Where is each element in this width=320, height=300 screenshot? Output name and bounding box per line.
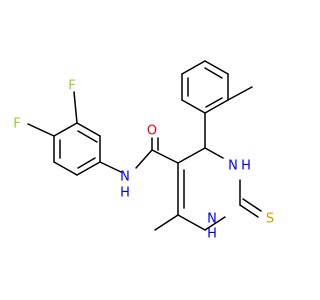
fluorine-label-top: F <box>68 79 75 94</box>
ring-nitrogen-upper-label: N <box>228 159 238 174</box>
atom-labels: F F O N H N H N H S <box>13 79 274 242</box>
sulfur-label: S <box>266 212 274 227</box>
fluorine-label-left: F <box>13 117 20 132</box>
amide-hydrogen-label: H <box>120 186 130 201</box>
molecule-structure-diagram: F F O N H N H N H S <box>13 60 274 242</box>
ring-hydrogen-upper-label: H <box>241 159 251 174</box>
bond-lines <box>27 60 262 231</box>
oxygen-label: O <box>147 124 157 139</box>
ring-hydrogen-lower-label: H <box>207 227 217 242</box>
ring-nitrogen-lower-label: N <box>207 212 217 227</box>
amide-nitrogen-label: N <box>120 170 130 185</box>
